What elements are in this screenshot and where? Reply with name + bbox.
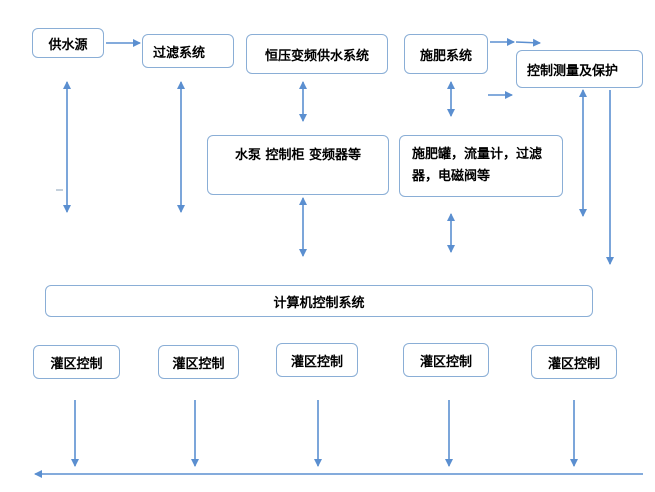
computer-control-label: 计算机控制系统 (273, 295, 365, 311)
zone-control-label: 灌区控制 (172, 356, 225, 372)
computer-control-node: 计算机控制系统 (45, 285, 593, 317)
zone-control-label: 灌区控制 (50, 356, 103, 372)
fertilization-system-node: 施肥系统 (404, 34, 488, 74)
fertilizer-tank-label-line1: 施肥罐，流量计，过滤 (412, 147, 543, 162)
fertilizer-tank-label-line2: 器，电磁阀等 (412, 169, 491, 184)
zone-control-label: 灌区控制 (290, 354, 343, 370)
pump-cabinet-node: 水泵 控制柜 变频器等 (207, 135, 389, 195)
control-measure-protect-label: 控制测量及保护 (527, 63, 619, 79)
vfd-water-supply-node: 恒压变频供水系统 (246, 34, 388, 74)
pump-cabinet-label: 水泵 控制柜 变频器等 (234, 148, 362, 163)
arrow-fert-to-control-top-2 (515, 38, 541, 47)
zone-control-node-5: 灌区控制 (531, 345, 617, 379)
water-source-node: 供水源 (32, 28, 104, 58)
vfd-water-supply-label: 恒压变频供水系统 (264, 48, 369, 64)
zone-control-node-4: 灌区控制 (403, 343, 489, 377)
fertilization-system-label: 施肥系统 (419, 48, 472, 64)
water-source-label: 供水源 (48, 37, 88, 53)
filter-system-node: 过滤系统 (142, 34, 234, 68)
zone-control-node-1: 灌区控制 (33, 345, 120, 379)
zone-control-node-2: 灌区控制 (158, 345, 239, 379)
zone-control-label: 灌区控制 (547, 356, 600, 372)
control-measure-protect-node: 控制测量及保护 (516, 50, 643, 88)
zone-control-label: 灌区控制 (419, 354, 472, 370)
zone-control-node-3: 灌区控制 (276, 343, 358, 377)
filter-system-label: 过滤系统 (153, 45, 206, 61)
fertilizer-tank-node: 施肥罐，流量计，过滤 器，电磁阀等 (399, 135, 563, 197)
